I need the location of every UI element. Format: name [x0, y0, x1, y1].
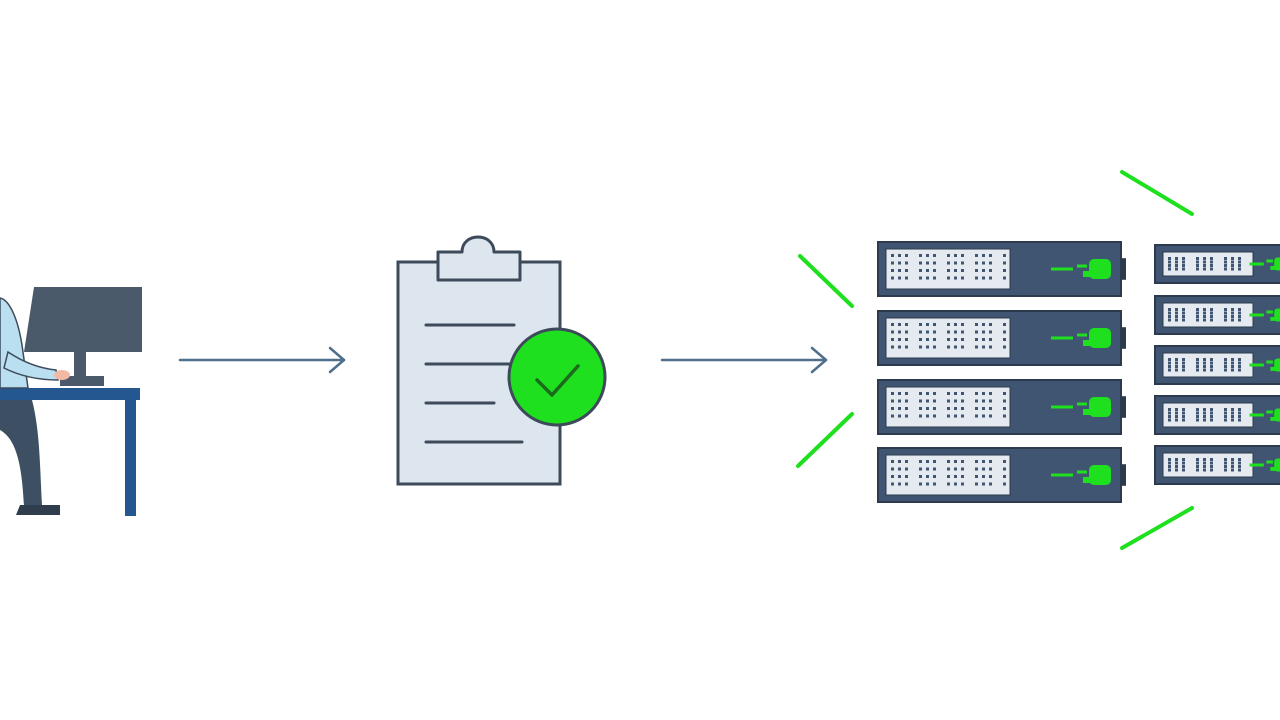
person-legs — [0, 400, 42, 505]
server-unit — [1154, 295, 1280, 335]
arrow-right-icon — [178, 346, 346, 374]
user-at-computer-icon — [0, 287, 142, 516]
server-unit — [877, 379, 1126, 435]
server-unit — [877, 241, 1126, 297]
server-unit — [1154, 395, 1280, 435]
desk-top — [0, 388, 140, 400]
monitor-screen — [24, 287, 142, 352]
person-hand — [54, 370, 70, 380]
monitor-base — [60, 376, 104, 386]
server-unit — [1154, 345, 1280, 385]
person-foot — [16, 505, 60, 515]
monitor-neck — [74, 350, 86, 378]
glow-lines — [796, 170, 1194, 550]
person-arm — [3, 350, 59, 381]
server-rack-front — [877, 241, 1126, 503]
server-racks-icon — [796, 170, 1280, 550]
desk-leg — [125, 398, 136, 516]
server-unit — [877, 447, 1126, 503]
clipboard-clip — [436, 235, 522, 282]
check-badge-icon — [507, 327, 607, 427]
server-rack-back — [1154, 244, 1280, 485]
server-unit — [1154, 244, 1280, 284]
approved-clipboard-icon — [396, 235, 607, 486]
server-unit — [877, 310, 1126, 366]
arrow-right-icon — [660, 346, 828, 374]
clipboard-lines — [424, 323, 524, 444]
server-unit — [1154, 445, 1280, 485]
